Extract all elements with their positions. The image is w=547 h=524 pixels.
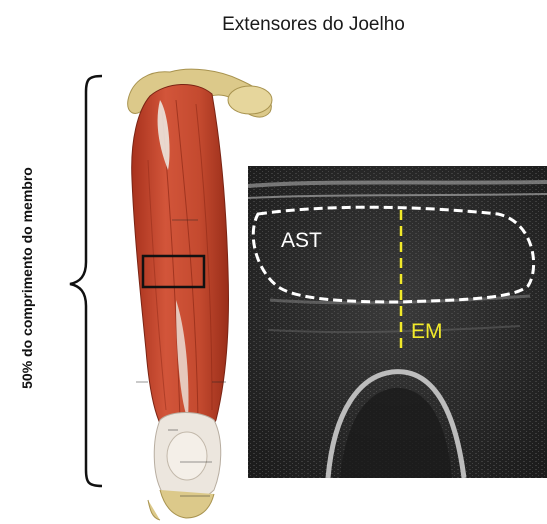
region-label-ast: AST (281, 229, 322, 253)
thickness-label-em: EM (411, 320, 443, 344)
length-brace (70, 76, 102, 486)
ultrasound-image (248, 166, 547, 478)
